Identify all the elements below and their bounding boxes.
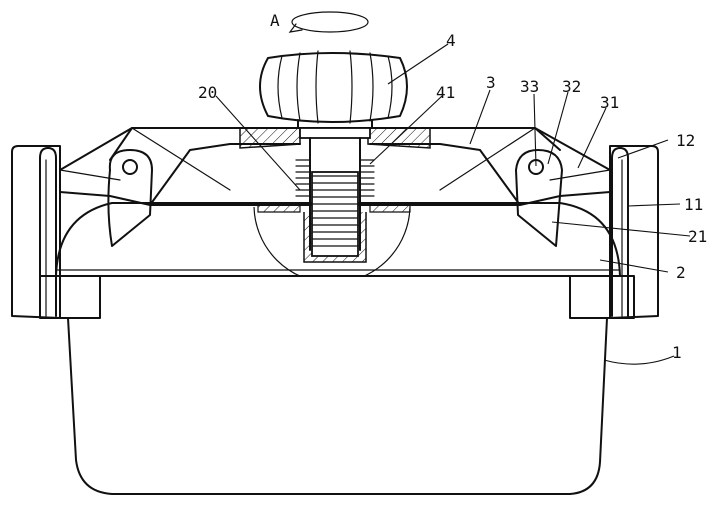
label-screw-seat: 20	[198, 83, 217, 102]
nut-threads-left	[295, 159, 311, 197]
callout-labels: A 4 20 41 3 33 32 31 12 11 21 2 1	[198, 11, 707, 362]
bolt-threads	[311, 175, 359, 247]
label-gasket: 2	[676, 263, 686, 282]
threaded-bolt	[295, 127, 375, 251]
pot-body	[39, 275, 635, 495]
label-pot-body: 1	[672, 343, 682, 362]
label-lid: 3	[486, 73, 496, 92]
label-knob: 4	[446, 31, 456, 50]
label-clip-side: 11	[684, 195, 703, 214]
side-clip-left	[11, 145, 61, 319]
label-arrow-a: A	[270, 11, 280, 30]
clamp-lever-left	[107, 127, 153, 247]
label-pivot-ear: 32	[562, 77, 581, 96]
label-pivot-pin: 33	[520, 77, 539, 96]
nut-threads-right	[359, 159, 375, 197]
label-clamp-jaw: 21	[688, 227, 707, 246]
leader-lines	[215, 43, 691, 365]
clamp-lever-right	[515, 127, 563, 247]
knob	[259, 50, 408, 129]
rotation-arrow	[288, 11, 369, 33]
label-clip-top: 12	[676, 131, 695, 150]
label-clamp-lever: 31	[600, 93, 619, 112]
label-bolt: 41	[436, 83, 455, 102]
